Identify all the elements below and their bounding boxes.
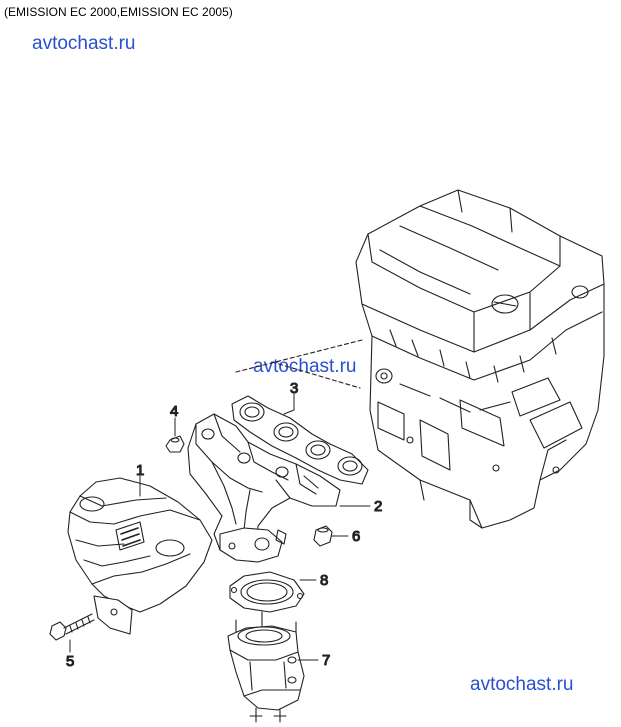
- heat-shield-part-1: [67, 477, 213, 635]
- callout-5: 5: [66, 653, 74, 670]
- converter-gasket-part-8: [229, 571, 305, 613]
- callout-6: 6: [352, 528, 360, 545]
- nut-part-4: [165, 435, 185, 453]
- catalytic-converter-part-7: [227, 611, 305, 723]
- nut-part-6: [275, 525, 333, 547]
- watermark-top: avtochast.ru: [32, 33, 136, 54]
- callout-8: 8: [320, 572, 328, 589]
- watermark-bottom: avtochast.ru: [470, 674, 574, 695]
- callout-leaders: [69, 393, 371, 661]
- bolt-part-5: [49, 613, 95, 641]
- manifold-gasket-part-3: [231, 395, 369, 485]
- callout-7: 7: [322, 652, 330, 669]
- engine-block-illustration: [355, 189, 605, 529]
- callout-2: 2: [374, 498, 382, 515]
- exhaust-manifold-part-2: [187, 413, 341, 563]
- leader-line-dashed: [235, 339, 363, 389]
- diagram-header: (EMISSION EC 2000,EMISSION EC 2005): [4, 5, 233, 19]
- callout-3: 3: [290, 380, 298, 397]
- callout-1: 1: [136, 462, 144, 479]
- callout-4: 4: [170, 403, 178, 420]
